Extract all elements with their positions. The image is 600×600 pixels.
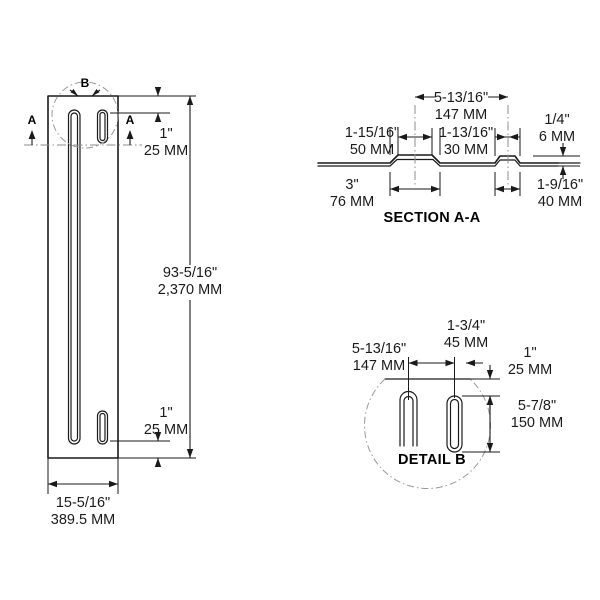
front-view-extension-lines <box>110 95 196 459</box>
dim-left-rib-base-width-metric: 76 MM <box>330 194 374 210</box>
dim-top-edge-to-slot-metric: 25 MM <box>144 143 188 159</box>
dim-right-rib-base-width-metric: 40 MM <box>538 194 582 210</box>
dim-left-rib-top-offset-imperial: 1-15/16" <box>345 125 399 141</box>
dim-left-rib-base-width-imperial: 3" <box>345 177 358 193</box>
panel-outline <box>47 95 119 459</box>
dim-right-rib-base-width-imperial: 1-9/16" <box>537 177 583 193</box>
dim-short-slot-length-imperial: 5-7/8" <box>518 398 556 414</box>
detail-b-indicator-circle <box>51 81 119 149</box>
dim-detail-top-edge-to-slot-metric: 25 MM <box>508 362 552 378</box>
section-mark-a-right-label: A <box>126 113 135 127</box>
dim-rib-center-spacing-imperial: 5-13/16" <box>434 90 488 106</box>
dim-right-rib-base-width: 1-9/16" 40 MM <box>495 177 583 210</box>
detail-boundary-circle <box>364 378 491 490</box>
dim-rib-height: 1/4" 6 MM <box>533 112 580 179</box>
dim-left-rib-top-offset-metric: 50 MM <box>350 142 394 158</box>
dim-rib-top-width: 1-13/16" 30 MM <box>398 125 493 158</box>
dim-right-rib-top-width-arrows <box>495 133 520 141</box>
dim-overall-height-imperial: 93-5/16" <box>163 265 217 281</box>
short-slot-bottom <box>96 410 109 445</box>
dim-rib-center-spacing-metric: 147 MM <box>435 107 487 123</box>
dim-top-edge-to-slot-imperial: 1" <box>159 126 172 142</box>
section-a-a-view: 5-13/16" 147 MM 1-15/16" 50 MM 1-13/16" … <box>317 90 583 226</box>
dim-rib-height-metric: 6 MM <box>539 129 575 145</box>
long-slot <box>67 109 81 445</box>
section-mark-a-left: A <box>28 113 37 145</box>
dim-short-slot-length: 5-7/8" 150 MM <box>486 396 563 452</box>
section-extension-lines <box>389 128 521 196</box>
section-profile-inner <box>317 158 559 167</box>
dim-slot-center-spacing-metric: 147 MM <box>353 358 405 374</box>
dim-bottom-slot-to-edge-metric: 25 MM <box>144 422 188 438</box>
dim-detail-top-edge-to-slot-imperial: 1" <box>523 345 536 361</box>
dim-rib-center-spacing: 5-13/16" 147 MM <box>415 90 508 123</box>
dim-bottom-slot-to-edge-imperial: 1" <box>159 405 172 421</box>
section-mark-a-right: A <box>126 113 135 145</box>
detail-extension-lines <box>408 357 500 453</box>
detail-b-mark-label: B <box>81 76 90 90</box>
dim-left-rib-base-width: 3" 76 MM <box>330 177 440 210</box>
section-profile-outline <box>317 154 559 164</box>
detail-b-leaders <box>69 89 101 97</box>
dim-short-slot-offset-metric: 45 MM <box>444 335 488 351</box>
dim-overall-width-metric: 389.5 MM <box>51 512 115 528</box>
dim-rib-top-width-imperial: 1-13/16" <box>439 125 493 141</box>
section-mark-a-left-label: A <box>28 113 37 127</box>
dim-rib-top-width-metric: 30 MM <box>444 142 488 158</box>
dim-left-rib-top-offset: 1-15/16" 50 MM <box>345 125 399 158</box>
detail-b-view: 5-13/16" 147 MM 1-3/4" 45 MM 1" 25 MM <box>352 318 563 490</box>
dim-overall-height: 93-5/16" 2,370 MM <box>158 96 222 458</box>
dim-short-slot-length-metric: 150 MM <box>511 415 563 431</box>
detail-short-slot <box>446 395 463 453</box>
dim-short-slot-offset-imperial: 1-3/4" <box>447 318 485 334</box>
dim-bottom-slot-to-edge: 1" 25 MM <box>144 405 188 467</box>
dim-overall-width-imperial: 15-5/16" <box>56 495 110 511</box>
dim-overall-width: 15-5/16" 389.5 MM <box>47 458 119 528</box>
dim-short-slot-offset: 1-3/4" 45 MM <box>408 318 488 367</box>
dim-slot-center-spacing-imperial: 5-13/16" <box>352 341 406 357</box>
dim-overall-height-metric: 2,370 MM <box>158 282 222 298</box>
detail-b-label: DETAIL B <box>398 452 466 468</box>
dim-top-edge-to-slot: 1" 25 MM <box>144 87 188 159</box>
section-a-a-label: SECTION A-A <box>383 210 480 226</box>
front-elevation-view: B A A 1" 25 MM <box>24 76 222 528</box>
dim-slot-center-spacing: 5-13/16" 147 MM <box>352 341 406 374</box>
short-slot-top <box>96 109 109 144</box>
dim-rib-height-imperial: 1/4" <box>544 112 569 128</box>
